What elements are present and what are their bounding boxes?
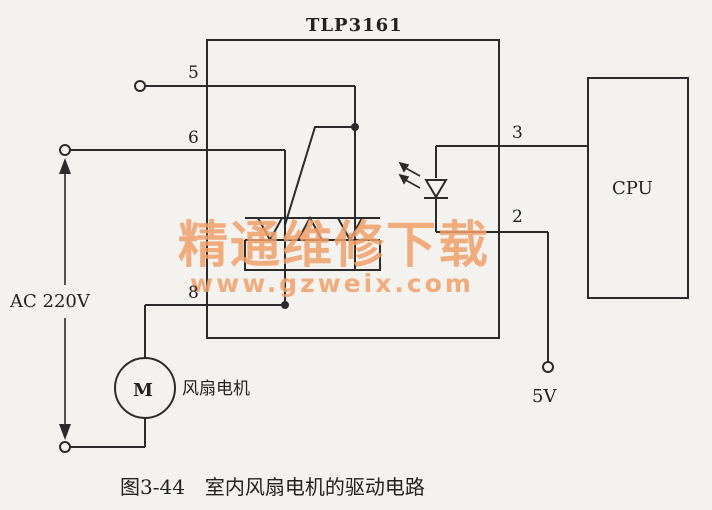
motor-icon (114, 357, 176, 419)
trigger-link (284, 126, 355, 226)
watermark: 精通维修下载 www.gzweix.com (178, 216, 490, 298)
pin5-terminal (134, 80, 146, 92)
motor-label: 风扇电机 (182, 379, 250, 399)
ac-voltage-arrow (59, 158, 71, 440)
supply-label: AC 220V (9, 291, 91, 312)
pin5-label: 5 (188, 63, 199, 83)
tlp3161-package (206, 39, 500, 339)
watermark-url: www.gzweix.com (190, 269, 474, 298)
figure-caption: 图3-44 室内风扇电机的驱动电路 (120, 475, 425, 499)
ac-terminal-top (59, 144, 71, 156)
ac-terminal-bottom (59, 441, 71, 453)
cpu-block (587, 77, 689, 299)
pin8-label: 8 (188, 283, 199, 303)
triac-symbol (245, 215, 380, 243)
motor-symbol: M (133, 380, 153, 401)
chip-label: TLP3161 (306, 15, 403, 36)
vcc-label: 5V (532, 386, 557, 407)
led-symbol (398, 161, 448, 199)
watermark-title: 精通维修下载 (178, 216, 490, 274)
cpu-label: CPU (612, 178, 653, 199)
pin6-label: 6 (188, 128, 199, 148)
internal-wire (244, 240, 355, 271)
pin3-label: 3 (512, 123, 523, 143)
junction-dots (281, 123, 359, 309)
internal-wire (355, 240, 381, 271)
vcc-terminal (542, 361, 554, 373)
pin2-label: 2 (512, 207, 523, 227)
